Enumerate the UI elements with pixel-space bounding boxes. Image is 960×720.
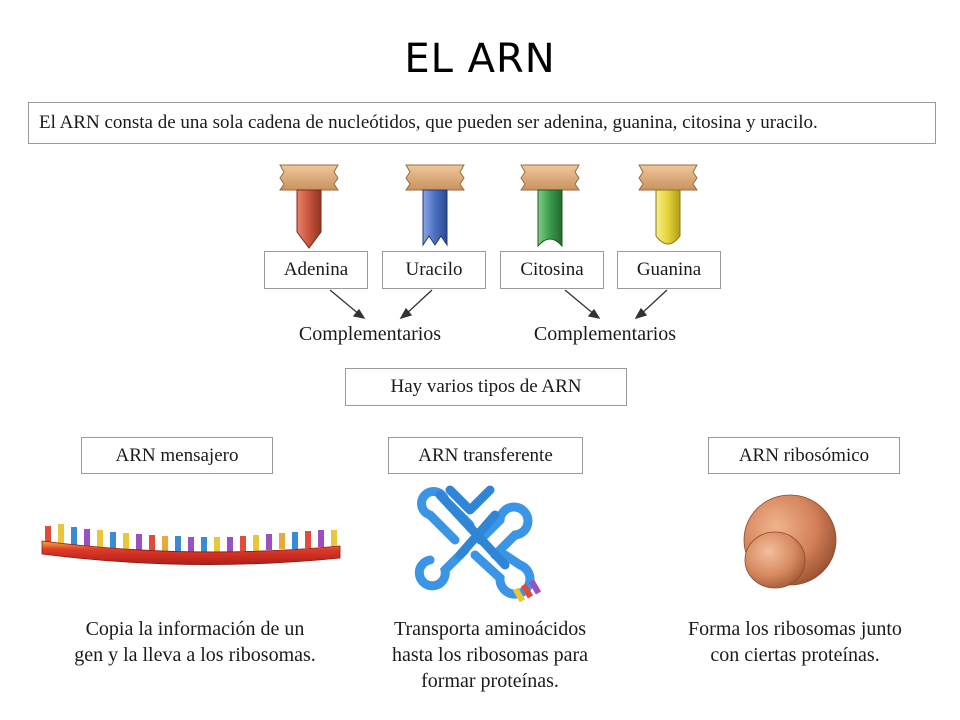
desc-mensajero-line-1: Copia la información de un (85, 618, 305, 640)
page-title: EL ARN (404, 36, 556, 82)
desc-transferente-line-3: formar proteínas. (421, 670, 559, 692)
adenina-peg-icon (279, 164, 339, 249)
base-box-guanina: Guanina (617, 251, 721, 289)
tipo-box-ribosomico: ARN ribosómico (708, 437, 900, 474)
base-box-uracilo: Uracilo (382, 251, 486, 289)
desc-mensajero: Copia la información de un gen y la llev… (40, 616, 350, 668)
desc-transferente: Transporta aminoácidos hasta los ribosom… (340, 616, 640, 694)
desc-transferente-line-2: hasta los ribosomas para (391, 644, 589, 666)
desc-ribosomico-line-2: con ciertas proteínas. (710, 644, 880, 666)
mrna-strand-icon (41, 524, 341, 566)
tipo-box-transferente: ARN transferente (388, 437, 583, 474)
ribosome-icon (743, 494, 837, 589)
citosina-peg-icon (520, 164, 580, 248)
desc-ribosomico: Forma los ribosomas junto con ciertas pr… (660, 616, 930, 668)
complementarios-label-2: Complementarios (533, 323, 677, 345)
guanina-peg-icon (638, 164, 698, 245)
intro-box: El ARN consta de una sola cadena de nucl… (28, 102, 936, 144)
complement-arrows (329, 289, 668, 320)
trna-icon (414, 485, 542, 603)
desc-mensajero-line-2: gen y la lleva a los ribosomas. (74, 644, 316, 666)
complementarios-label-1: Complementarios (298, 323, 442, 345)
tipo-box-mensajero: ARN mensajero (81, 437, 273, 474)
base-box-adenina: Adenina (264, 251, 368, 289)
desc-ribosomico-line-1: Forma los ribosomas junto (688, 618, 902, 640)
base-box-citosina: Citosina (500, 251, 604, 289)
desc-transferente-line-1: Transporta aminoácidos (393, 618, 586, 640)
uracilo-peg-icon (405, 164, 465, 247)
mrna-bases (45, 524, 337, 552)
tipos-title-box: Hay varios tipos de ARN (345, 368, 627, 406)
